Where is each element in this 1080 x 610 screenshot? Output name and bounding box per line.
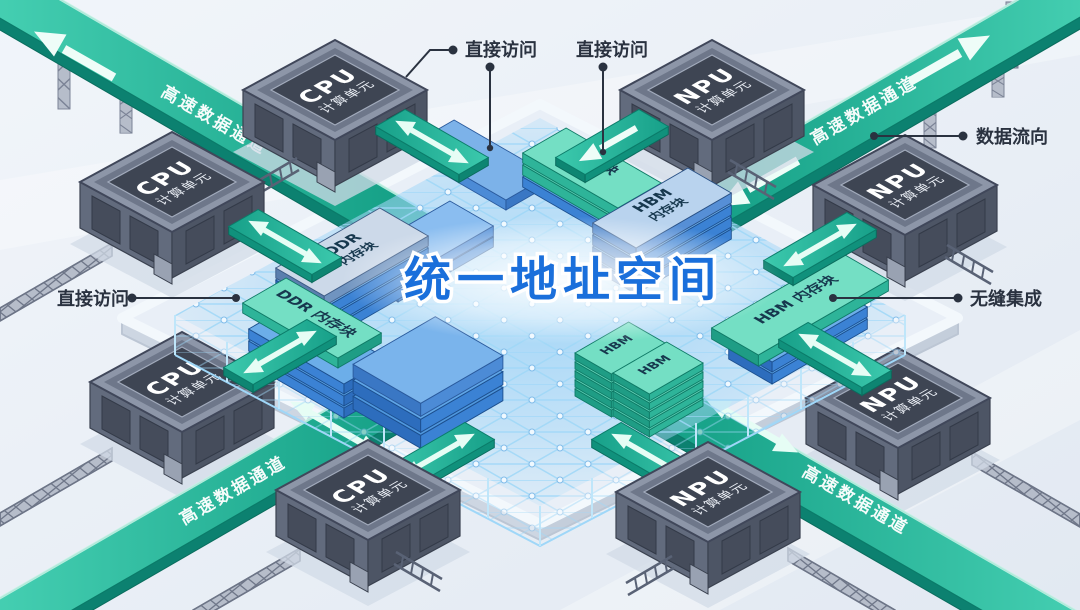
- callout-direct-access-left: 直接访问: [57, 288, 240, 310]
- callout-label: 数据流向: [976, 126, 1048, 148]
- callout-label: 无缝集成: [970, 288, 1042, 310]
- building-cpu-left-lower: CPU 计算单元: [79, 331, 285, 499]
- callout-seamless-integration: 无缝集成: [829, 288, 1042, 310]
- building-npu-right-lower: NPU 计算单元: [795, 347, 1001, 515]
- building-npu-right-upper: NPU 计算单元: [802, 134, 1008, 302]
- memory-block-hbm-small-right: HBM: [613, 342, 703, 437]
- page-title: 统一地址空间: [404, 253, 722, 308]
- callout-label: 直接访问: [57, 288, 129, 310]
- callout-label: 直接访问: [576, 39, 648, 61]
- building-cpu-top: CPU 计算单元: [232, 39, 438, 207]
- building-npu-bottom: NPU 计算单元: [605, 441, 811, 609]
- building-npu-top: NPU 计算单元: [609, 39, 815, 207]
- callout-data-flow: 数据流向: [870, 126, 1048, 148]
- callout-label: 直接访问: [465, 39, 537, 61]
- callout-direct-access-top-right: 直接访问: [576, 39, 648, 156]
- callout-direct-access-top-left: 直接访问: [405, 39, 537, 152]
- building-cpu-bottom: CPU 计算单元: [265, 439, 471, 607]
- building-cpu-left-upper: CPU 计算单元: [69, 131, 275, 299]
- title-glow: [342, 216, 782, 344]
- memory-block-hbm-stack: HBM 内存块: [592, 168, 732, 294]
